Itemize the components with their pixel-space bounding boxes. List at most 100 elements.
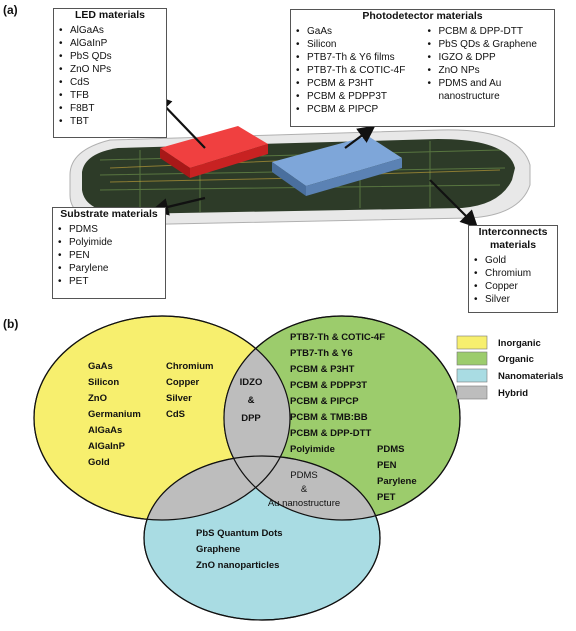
list-item: PCBM & P3HT — [296, 77, 423, 90]
nanomaterials-list: PbS Quantum Dots Graphene ZnO nanopartic… — [196, 528, 283, 571]
venn-item: AlGaInP — [88, 441, 126, 452]
list-item: Silver — [474, 293, 557, 306]
venn-item: PDMS — [377, 444, 404, 455]
photodetector-list-1: GaAs Silicon PTB7-Th & Y6 films PTB7-Th … — [291, 25, 423, 116]
interconnects-title-1: Interconnects — [478, 226, 548, 238]
legend-label: Inorganic — [498, 338, 541, 349]
list-item: Gold — [474, 254, 557, 267]
venn-item: & — [301, 484, 308, 495]
list-item: PCBM & PDPP3T — [296, 90, 423, 103]
hybrid-top-list: IDZO & DPP — [240, 377, 263, 424]
list-item: AlGaInP — [59, 37, 166, 50]
substrate-materials-box: Substrate materials PDMS Polyimide PEN P… — [52, 207, 166, 299]
arrow-photodetector — [344, 125, 376, 149]
legend-swatch-nanomaterials — [456, 368, 488, 383]
legend-label: Organic — [498, 354, 534, 365]
venn-item: GaAs — [88, 361, 113, 372]
list-item: PbS QDs & Graphene — [428, 38, 555, 51]
list-item: Parylene — [58, 262, 165, 275]
venn-item: PDMS — [290, 470, 317, 481]
list-item: Copper — [474, 280, 557, 293]
list-item: IGZO & DPP — [428, 51, 555, 64]
list-item: Silicon — [296, 38, 423, 51]
venn-item: Silver — [166, 393, 192, 404]
interconnects-list: Gold Chromium Copper Silver — [469, 254, 557, 306]
photodetector-chip — [272, 136, 402, 196]
list-item: CdS — [59, 76, 166, 89]
venn-item: PTB7-Th & COTIC-4F — [290, 332, 385, 343]
venn-item: PbS Quantum Dots — [196, 528, 283, 539]
venn-item: PCBM & PDPP3T — [290, 380, 367, 391]
list-item: Polyimide — [58, 236, 165, 249]
list-item: ZnO NPs — [428, 64, 555, 77]
photodetector-title: Photodetector materials — [362, 10, 483, 22]
legend-swatch-inorganic — [456, 335, 488, 350]
legend-label: Nanomaterials — [498, 371, 563, 382]
venn-item: AlGaAs — [88, 425, 122, 436]
interconnects-title-2: materials — [489, 239, 537, 251]
interconnects-materials-box: Interconnects materials Gold Chromium Co… — [468, 225, 558, 313]
venn-item: ZnO nanoparticles — [196, 560, 279, 571]
panel-a-label: (a) — [3, 3, 18, 17]
list-item: PET — [58, 275, 165, 288]
venn-item: CdS — [166, 409, 185, 420]
substrate-title: Substrate materials — [60, 208, 158, 220]
venn-item: DPP — [241, 413, 261, 424]
arrow-interconnects — [429, 179, 479, 229]
venn-item: PCBM & P3HT — [290, 364, 355, 375]
venn-item: PTB7-Th & Y6 — [290, 348, 353, 359]
venn-item: Au nanostructure — [268, 498, 340, 509]
venn-item: Chromium — [166, 361, 214, 372]
venn-item: Copper — [166, 377, 200, 388]
legend-swatch-organic — [456, 351, 488, 366]
list-item: PEN — [58, 249, 165, 262]
venn-item: PCBM & TMB:BB — [290, 412, 368, 423]
panel-b-label: (b) — [3, 317, 19, 331]
hybrid-center-list: PDMS & Au nanostructure — [268, 470, 340, 509]
venn-item: PEN — [377, 460, 397, 471]
organic-list-2: PDMS PEN Parylene PET — [377, 444, 417, 503]
list-item: PDMS — [58, 223, 165, 236]
list-item: ZnO NPs — [59, 63, 166, 76]
venn-item: PCBM & DPP-DTT — [290, 428, 371, 439]
hybrid-overlap-ac — [144, 456, 290, 520]
legend-label: Hybrid — [498, 388, 528, 399]
venn-item: IDZO — [240, 377, 263, 388]
venn-item: & — [248, 395, 255, 406]
inorganic-list-2: Chromium Copper Silver CdS — [166, 361, 214, 420]
venn-item: Graphene — [196, 544, 240, 555]
photodetector-materials-box: Photodetector materials GaAs Silicon PTB… — [290, 9, 555, 127]
legend: Inorganic Organic Nanomaterials Hybrid — [456, 335, 563, 400]
list-item: PbS QDs — [59, 50, 166, 63]
venn-item: Silicon — [88, 377, 119, 388]
led-materials-box: LED materials AlGaAs AlGaInP PbS QDs ZnO… — [53, 8, 167, 138]
venn-item: Gold — [88, 457, 110, 468]
hybrid-overlap-bc — [224, 456, 380, 520]
list-item: PDMS and Au nanostructure — [428, 77, 555, 103]
list-item: PTB7-Th & COTIC-4F — [296, 64, 423, 77]
list-item: PCBM & DPP-DTT — [428, 25, 555, 38]
list-item: PCBM & PIPCP — [296, 103, 423, 116]
list-item: GaAs — [296, 25, 423, 38]
led-title: LED materials — [74, 9, 146, 21]
list-item: AlGaAs — [59, 24, 166, 37]
inorganic-list-1: GaAs Silicon ZnO Germanium AlGaAs AlGaIn… — [88, 361, 141, 468]
led-chip — [160, 126, 268, 178]
list-item: PTB7-Th & Y6 films — [296, 51, 423, 64]
venn-item: Polyimide — [290, 444, 335, 455]
organic-list: PTB7-Th & COTIC-4F PTB7-Th & Y6 PCBM & P… — [290, 332, 385, 455]
substrate-list: PDMS Polyimide PEN Parylene PET — [53, 223, 165, 288]
venn-item: PCBM & PIPCP — [290, 396, 359, 407]
photodetector-list-2: PCBM & DPP-DTT PbS QDs & Graphene IGZO &… — [423, 25, 555, 116]
venn-item: ZnO — [88, 393, 107, 404]
list-item: TBT — [59, 115, 166, 128]
venn-item: Germanium — [88, 409, 141, 420]
list-item: F8BT — [59, 102, 166, 115]
venn-item: Parylene — [377, 476, 417, 487]
led-list: AlGaAs AlGaInP PbS QDs ZnO NPs CdS TFB F… — [54, 24, 166, 128]
list-item: TFB — [59, 89, 166, 102]
venn-item: PET — [377, 492, 396, 503]
list-item: Chromium — [474, 267, 557, 280]
